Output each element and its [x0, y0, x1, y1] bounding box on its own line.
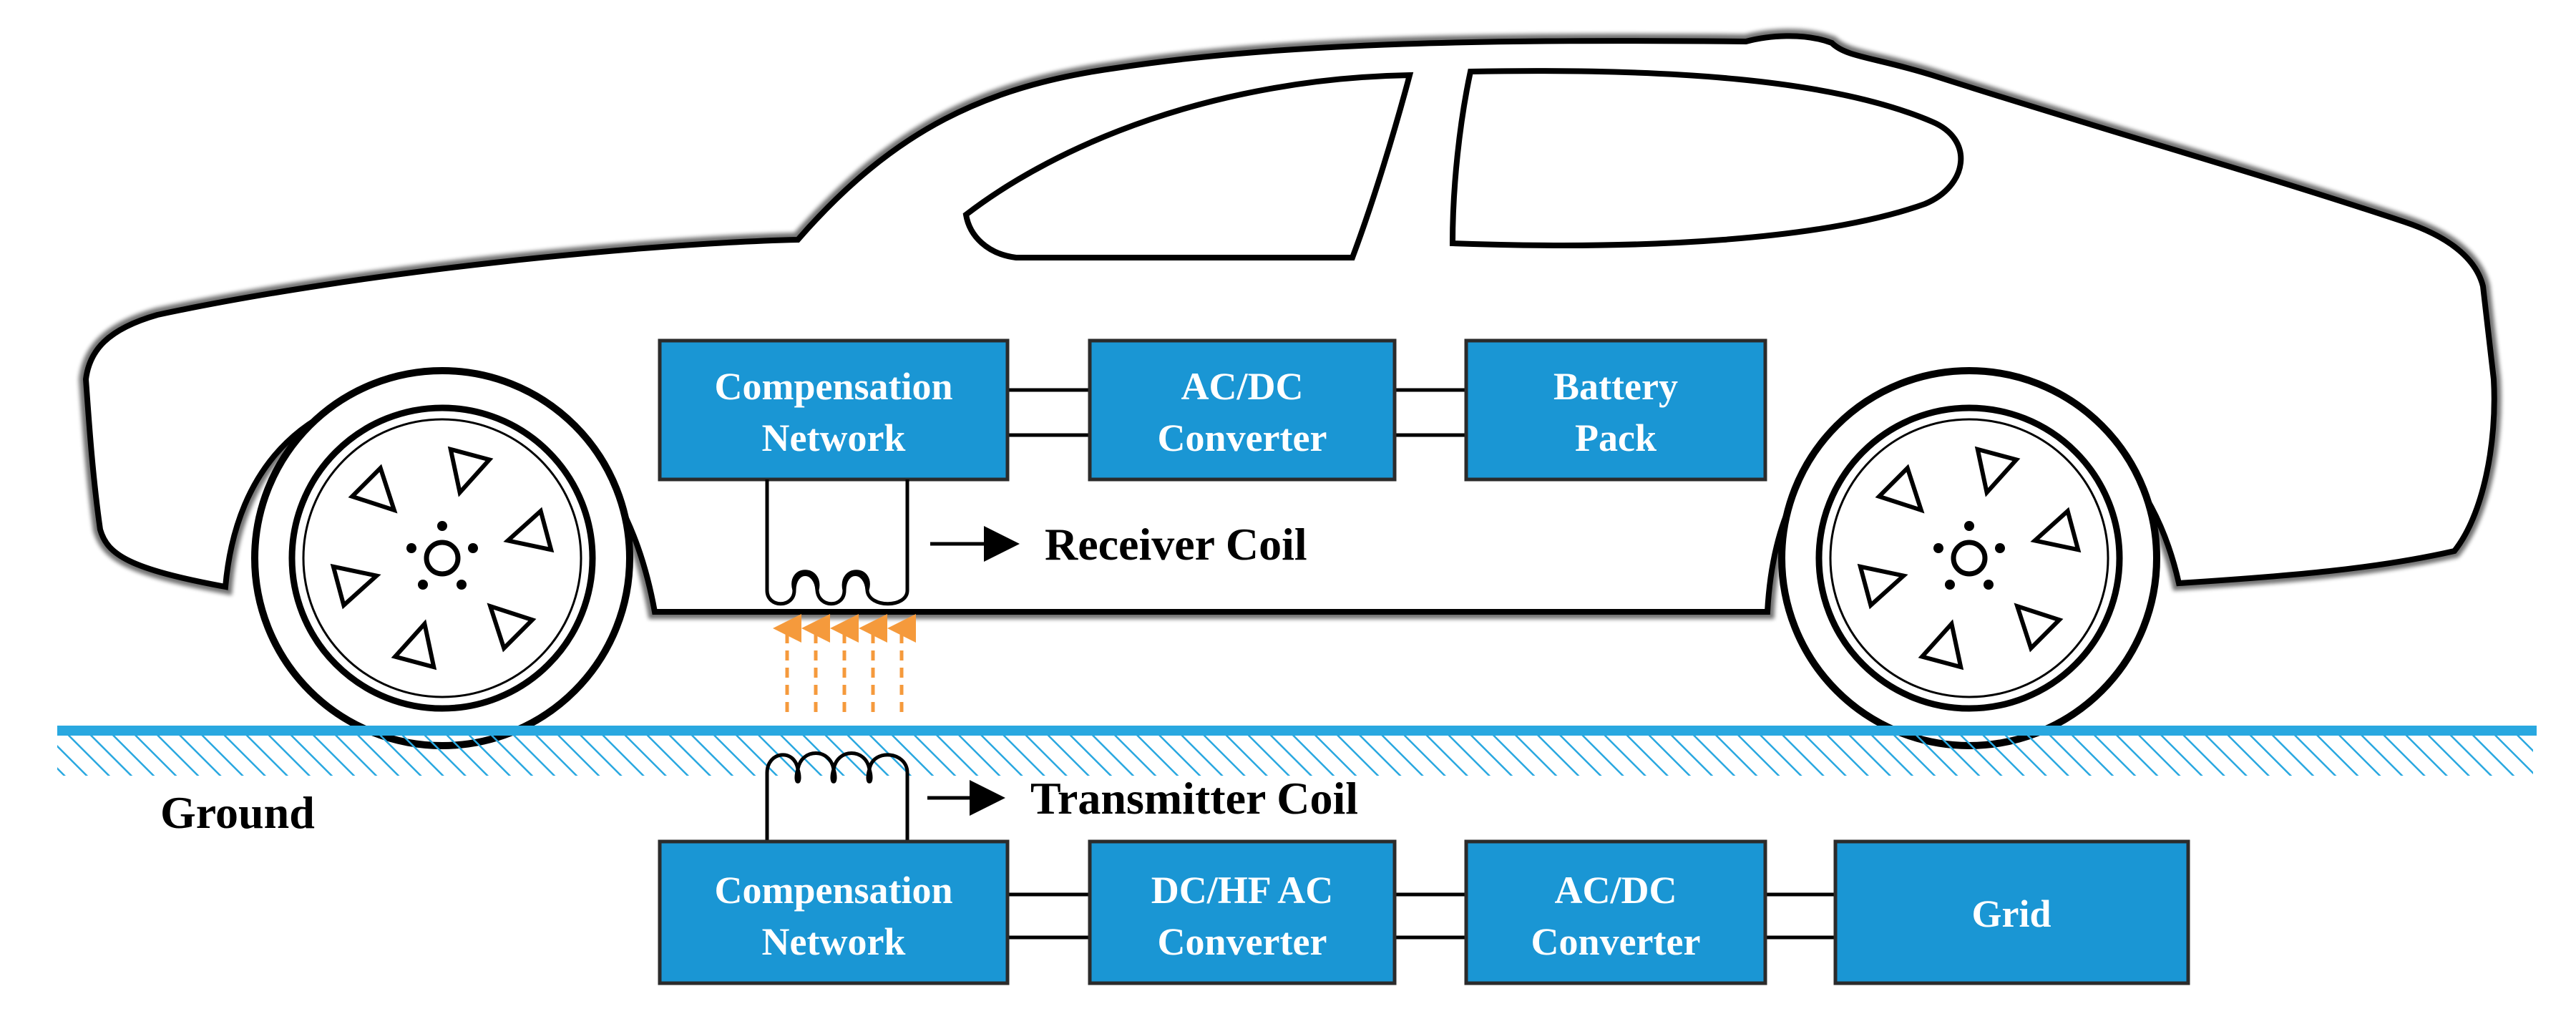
grid-box: Grid	[1833, 839, 2190, 985]
receiver-coil-label: Receiver Coil	[1045, 519, 1307, 570]
ground	[57, 726, 2537, 776]
box-label-line2: Pack	[1575, 416, 1657, 459]
ground-compensation-network-box: Compensation Network	[658, 839, 1010, 985]
box-label-line2: Network	[762, 920, 906, 963]
vehicle-compensation-network-box: Compensation Network	[658, 338, 1010, 482]
receiver-coil-icon	[765, 479, 909, 606]
box-label-line1: Battery	[1553, 365, 1678, 408]
vehicle-connectors	[1008, 388, 1466, 437]
dc-hf-ac-converter-box: DC/HF AC Converter	[1088, 839, 1397, 985]
box-label-line1: AC/DC	[1555, 869, 1677, 912]
ground-hatch	[57, 733, 2533, 776]
box-label-line2: Converter	[1531, 920, 1701, 963]
box-label-line1: DC/HF AC	[1151, 869, 1334, 912]
box-label-line1: Grid	[1971, 892, 2051, 935]
rear-wheel-icon	[1778, 367, 2160, 749]
box-label-line2: Converter	[1158, 920, 1327, 963]
box-label-line1: Compensation	[714, 869, 952, 912]
ground-connectors	[1008, 892, 1835, 940]
battery-pack-box: Battery Pack	[1464, 338, 1767, 482]
box-label-line1: AC/DC	[1181, 365, 1304, 408]
box-label-line2: Network	[762, 416, 906, 459]
vehicle-side-chain: Compensation Network AC/DC Converter Bat…	[658, 338, 1767, 482]
vehicle-ac-dc-converter-box: AC/DC Converter	[1088, 338, 1397, 482]
front-wheel-icon	[251, 367, 633, 749]
magnetic-field-arrows-icon	[773, 614, 916, 712]
ground-label: Ground	[160, 787, 315, 838]
transmitter-coil-label: Transmitter Coil	[1030, 773, 1358, 824]
ground-ac-dc-converter-box: AC/DC Converter	[1464, 839, 1767, 985]
ground-side-chain: Compensation Network DC/HF AC Converter …	[658, 839, 2190, 985]
rear-window	[1449, 68, 1964, 248]
transmitter-coil-icon	[765, 751, 909, 842]
box-label-line2: Converter	[1158, 416, 1327, 459]
front-window	[962, 72, 1414, 260]
box-label-line1: Compensation	[714, 365, 952, 408]
